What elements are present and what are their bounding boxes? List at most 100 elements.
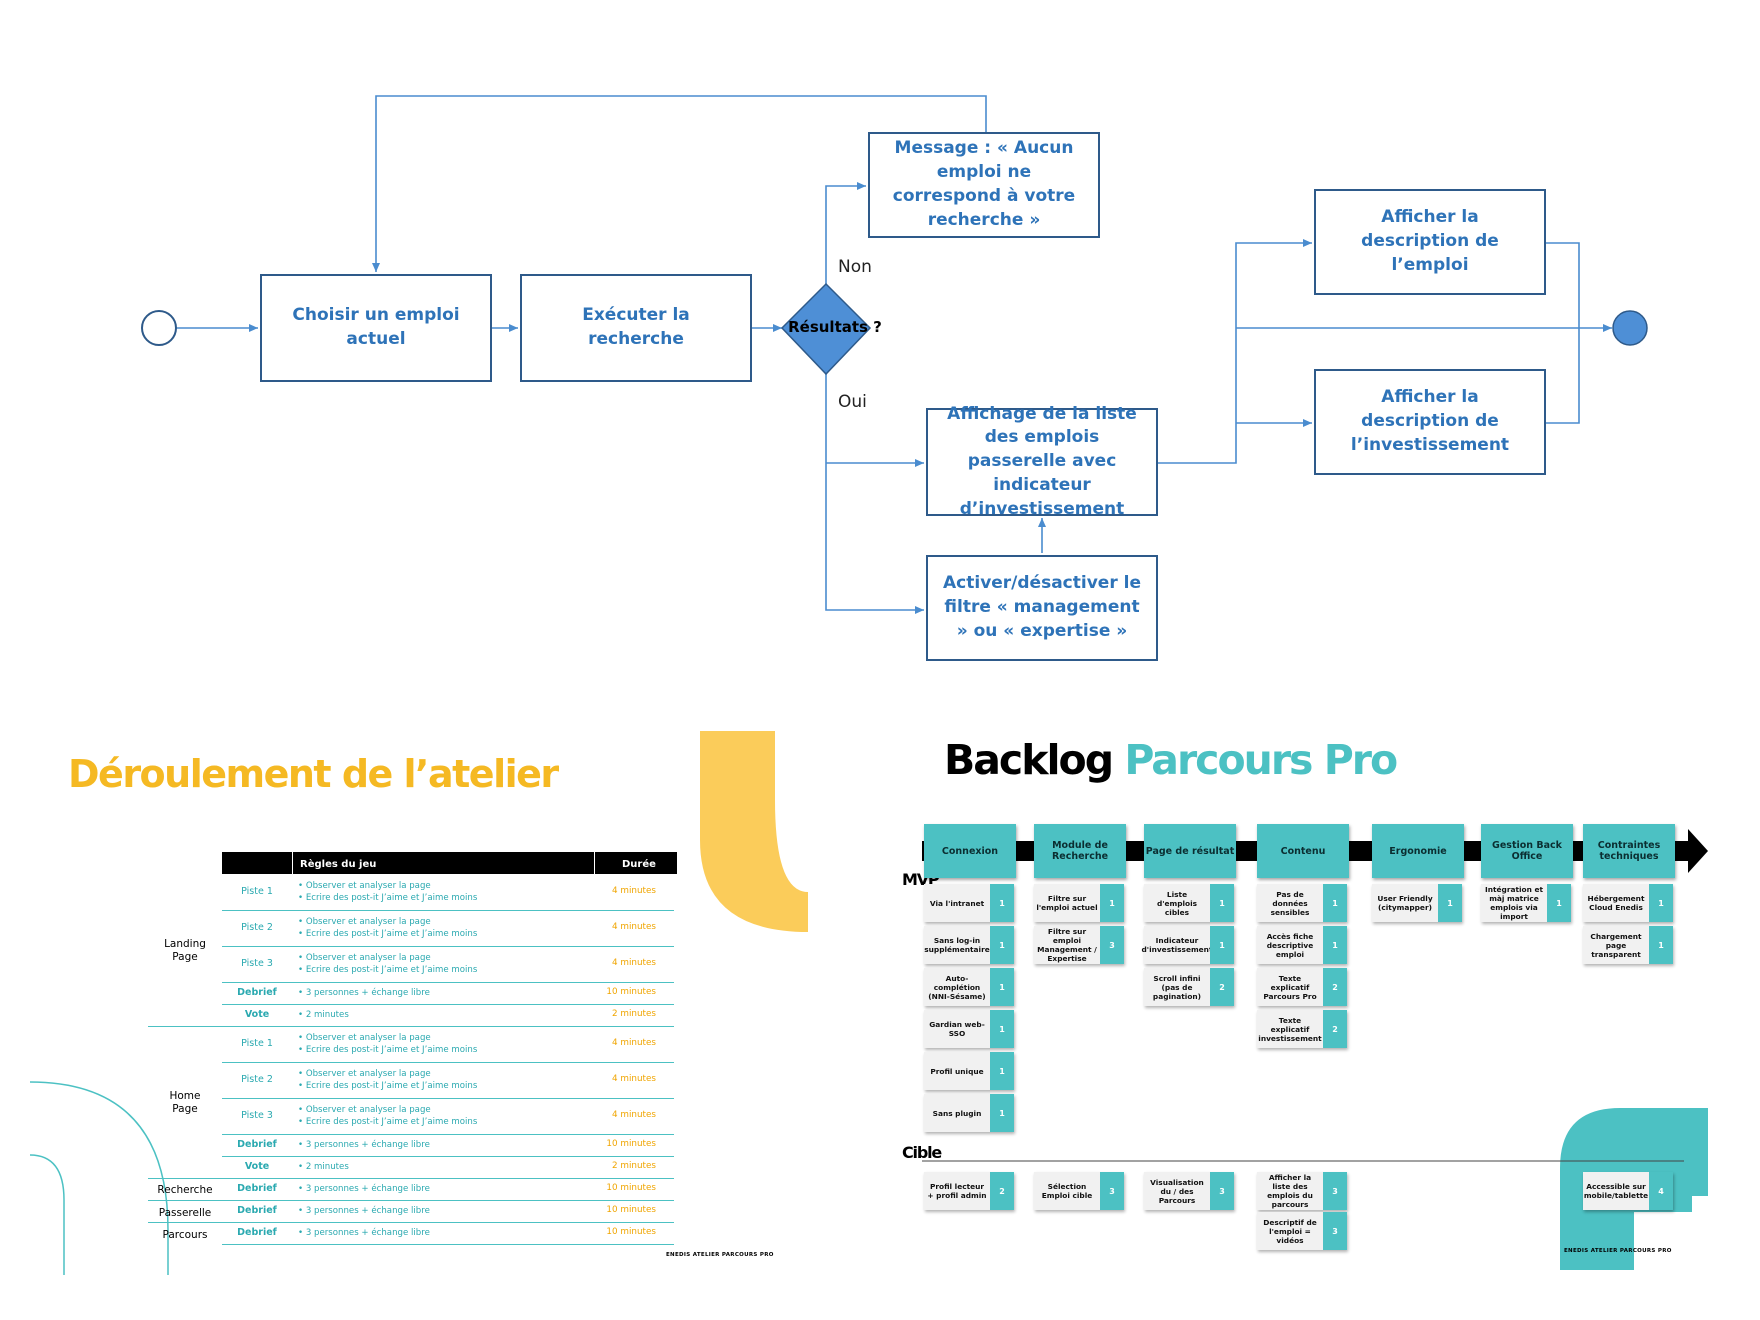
duration-cell: 2 minutes bbox=[611, 1161, 656, 1171]
backlog-column-header[interactable]: Page de résultat bbox=[1144, 824, 1236, 878]
card-text: Sans plugin bbox=[924, 1094, 990, 1132]
track-cell: Vote bbox=[244, 1161, 270, 1172]
card-priority: 1 bbox=[1649, 926, 1673, 964]
card-text: Indicateur d'investissement bbox=[1142, 926, 1212, 964]
flow-connectors bbox=[141, 95, 1648, 614]
card-text: Auto-complétion (NNI-Sésame) bbox=[924, 968, 990, 1006]
group-recherche: Recherche bbox=[157, 1184, 213, 1196]
card-priority: 3 bbox=[1323, 1172, 1347, 1210]
card-priority: 1 bbox=[1438, 884, 1462, 922]
backlog-column-header[interactable]: Contenu bbox=[1257, 824, 1349, 878]
workshop-table-header: Règles du jeu Durée bbox=[222, 852, 677, 874]
card-priority: 1 bbox=[1323, 884, 1347, 922]
duration-cell: 4 minutes bbox=[611, 958, 656, 968]
backlog-card[interactable]: Afficher la liste des emplois du parcour… bbox=[1257, 1172, 1347, 1210]
node-choose-job[interactable]: Choisir un emploi actuel bbox=[260, 274, 492, 382]
node-investment-description[interactable]: Afficher la description de l’investissem… bbox=[1314, 369, 1546, 475]
card-priority: 2 bbox=[1210, 968, 1234, 1006]
track-cell: Piste 3 bbox=[241, 1110, 273, 1121]
duration-cell: 10 minutes bbox=[606, 987, 656, 997]
node-execute-search[interactable]: Exécuter la recherche bbox=[520, 274, 752, 382]
track-cell: Debrief bbox=[237, 1183, 277, 1194]
backlog-footer: ENEDIS ATELIER PARCOURS PRO bbox=[1564, 1248, 1672, 1254]
card-text: Accessible sur mobile/tablette bbox=[1583, 1172, 1649, 1210]
node-no-result-message[interactable]: Message : « Aucun emploi ne correspond à… bbox=[868, 132, 1100, 238]
card-priority: 1 bbox=[990, 1094, 1014, 1132]
duration-cell: 2 minutes bbox=[611, 1009, 656, 1019]
duration-cell: 4 minutes bbox=[611, 886, 656, 896]
card-text: Hébergement Cloud Enedis bbox=[1583, 884, 1649, 922]
node-results-list[interactable]: Affichage de la liste des emplois passer… bbox=[926, 404, 1158, 519]
card-text: Texte explicatif Parcours Pro bbox=[1257, 968, 1323, 1006]
backlog-card[interactable]: Scroll infini (pas de pagination)2 bbox=[1144, 968, 1234, 1006]
workshop-footer: ENEDIS ATELIER PARCOURS PRO bbox=[666, 1252, 774, 1258]
decision-results[interactable]: Résultats ? bbox=[788, 318, 882, 336]
backlog-card[interactable]: Filtre sur emploi Management / Expertise… bbox=[1034, 926, 1124, 964]
card-priority: 1 bbox=[990, 1052, 1014, 1090]
backlog-title-teal: Parcours Pro bbox=[1124, 736, 1398, 784]
rule-line: • Ecrire des post-it J’aime et J’aime mo… bbox=[298, 965, 478, 975]
node-job-description[interactable]: Afficher la description de l’emploi bbox=[1314, 189, 1546, 295]
backlog-column-header[interactable]: Connexion bbox=[924, 824, 1016, 878]
backlog-card[interactable]: Auto-complétion (NNI-Sésame)1 bbox=[924, 968, 1014, 1006]
table-row: Debrief • 3 personnes + échange libre 10 m… bbox=[222, 1178, 674, 1201]
card-priority: 1 bbox=[990, 968, 1014, 1006]
track-cell: Vote bbox=[244, 1009, 270, 1020]
card-text: Chargement page transparent bbox=[1583, 926, 1649, 964]
duration-cell: 10 minutes bbox=[606, 1183, 656, 1193]
card-text: Afficher la liste des emplois du parcour… bbox=[1257, 1172, 1323, 1210]
card-text: Filtre sur emploi Management / Expertise bbox=[1034, 926, 1100, 964]
card-text: Liste d'emplois cibles bbox=[1144, 884, 1210, 922]
backlog-card[interactable]: Intégration et màj matrice emplois via i… bbox=[1481, 884, 1571, 922]
card-priority: 1 bbox=[1210, 926, 1234, 964]
backlog-column-header[interactable]: Ergonomie bbox=[1372, 824, 1464, 878]
table-row: Piste 1• Observer et analyser la page• E… bbox=[222, 874, 674, 911]
card-priority: 1 bbox=[990, 1010, 1014, 1048]
backlog-column-header[interactable]: Module de Recherche bbox=[1034, 824, 1126, 878]
rules-cell: • 3 personnes + échange libre bbox=[298, 1206, 430, 1216]
node-toggle-filter[interactable]: Activer/désactiver le filtre « managemen… bbox=[926, 555, 1158, 661]
card-priority: 1 bbox=[1100, 884, 1124, 922]
rules-cell: • 3 personnes + échange libre bbox=[298, 1184, 430, 1194]
backlog-column-header[interactable]: Gestion Back Office bbox=[1481, 824, 1573, 878]
card-priority: 1 bbox=[1547, 884, 1571, 922]
group-divider bbox=[148, 1026, 222, 1027]
card-text: Descriptif de l'emploi = vidéos bbox=[1257, 1212, 1323, 1250]
rule-line: • Ecrire des post-it J’aime et J’aime mo… bbox=[298, 929, 478, 939]
label-non: Non bbox=[838, 257, 872, 277]
card-text: Accès fiche descriptive emploi bbox=[1257, 926, 1323, 964]
cible-label: Cible bbox=[902, 1143, 942, 1162]
workshop-title: Déroulement de l’atelier bbox=[68, 752, 559, 796]
card-priority: 3 bbox=[1323, 1212, 1347, 1250]
card-text: Sélection Emploi cible bbox=[1034, 1172, 1100, 1210]
backlog-card[interactable]: User Friendly (citymapper)1 bbox=[1372, 884, 1462, 922]
backlog-column-header[interactable]: Contraintes techniques bbox=[1583, 824, 1675, 878]
card-priority: 2 bbox=[1323, 968, 1347, 1006]
card-text: Via l'intranet bbox=[924, 884, 990, 922]
track-cell: Piste 1 bbox=[241, 1038, 273, 1049]
card-text: Texte explicatif investissement bbox=[1257, 1010, 1323, 1048]
